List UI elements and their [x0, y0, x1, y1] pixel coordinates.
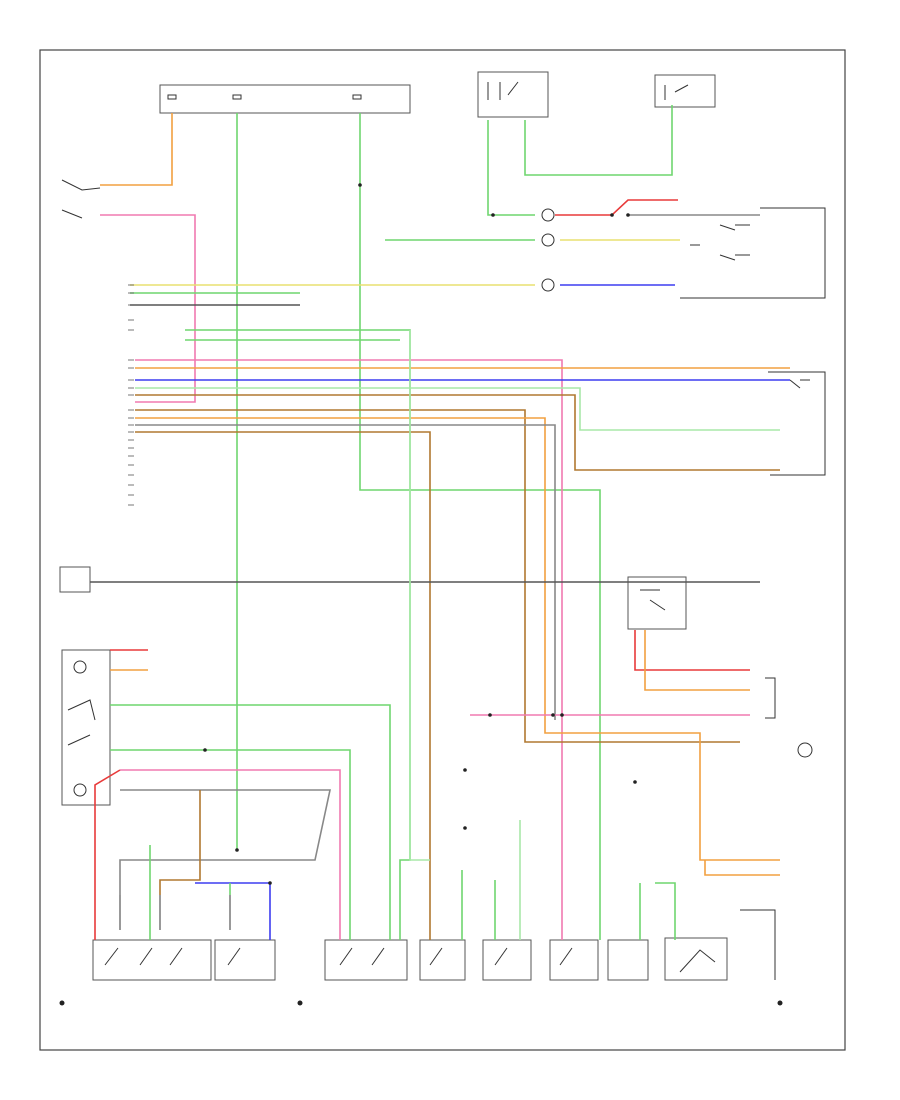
- wire-brown: [135, 409, 740, 743]
- wire-lightgreen: [135, 387, 780, 431]
- fuse-block: [159, 84, 411, 114]
- relay-icon: [477, 71, 716, 118]
- diagram-frame: [39, 49, 846, 1051]
- wire-orange: [100, 113, 173, 186]
- left-components: [59, 179, 111, 806]
- wire-brown: [159, 790, 201, 895]
- solenoid-icon: [119, 895, 341, 930]
- wires: [90, 105, 790, 940]
- wire-lightgreen: [409, 330, 430, 861]
- wire-orange: [644, 630, 750, 691]
- wire-pink: [100, 214, 196, 403]
- switch-icon: [92, 939, 649, 981]
- wire-orange: [704, 860, 780, 876]
- wire-green: [110, 749, 351, 940]
- lamp-icon: [541, 208, 555, 292]
- wire-blue: [195, 882, 271, 940]
- wire-gray: [119, 789, 331, 895]
- wire-green: [655, 882, 676, 940]
- wire-pink: [120, 769, 341, 940]
- fuse-icon: [167, 94, 362, 100]
- wire-gray: [135, 424, 556, 720]
- wire-green: [110, 704, 391, 940]
- wire-green: [524, 105, 673, 176]
- wire-brown: [135, 394, 780, 471]
- wire-green: [185, 329, 411, 940]
- pin-ticks: [128, 284, 134, 506]
- wire-pink: [135, 359, 563, 940]
- wire-green: [359, 113, 601, 940]
- ground-icon: [59, 1000, 783, 1006]
- wire-red: [634, 630, 750, 671]
- wire-red: [94, 769, 121, 940]
- right-switch-boxes: [627, 207, 826, 981]
- wire-red: [555, 199, 678, 216]
- wire-green: [487, 120, 535, 216]
- connector-dots: [203, 183, 637, 885]
- wire-orange: [135, 417, 780, 861]
- wire-brown: [135, 431, 431, 940]
